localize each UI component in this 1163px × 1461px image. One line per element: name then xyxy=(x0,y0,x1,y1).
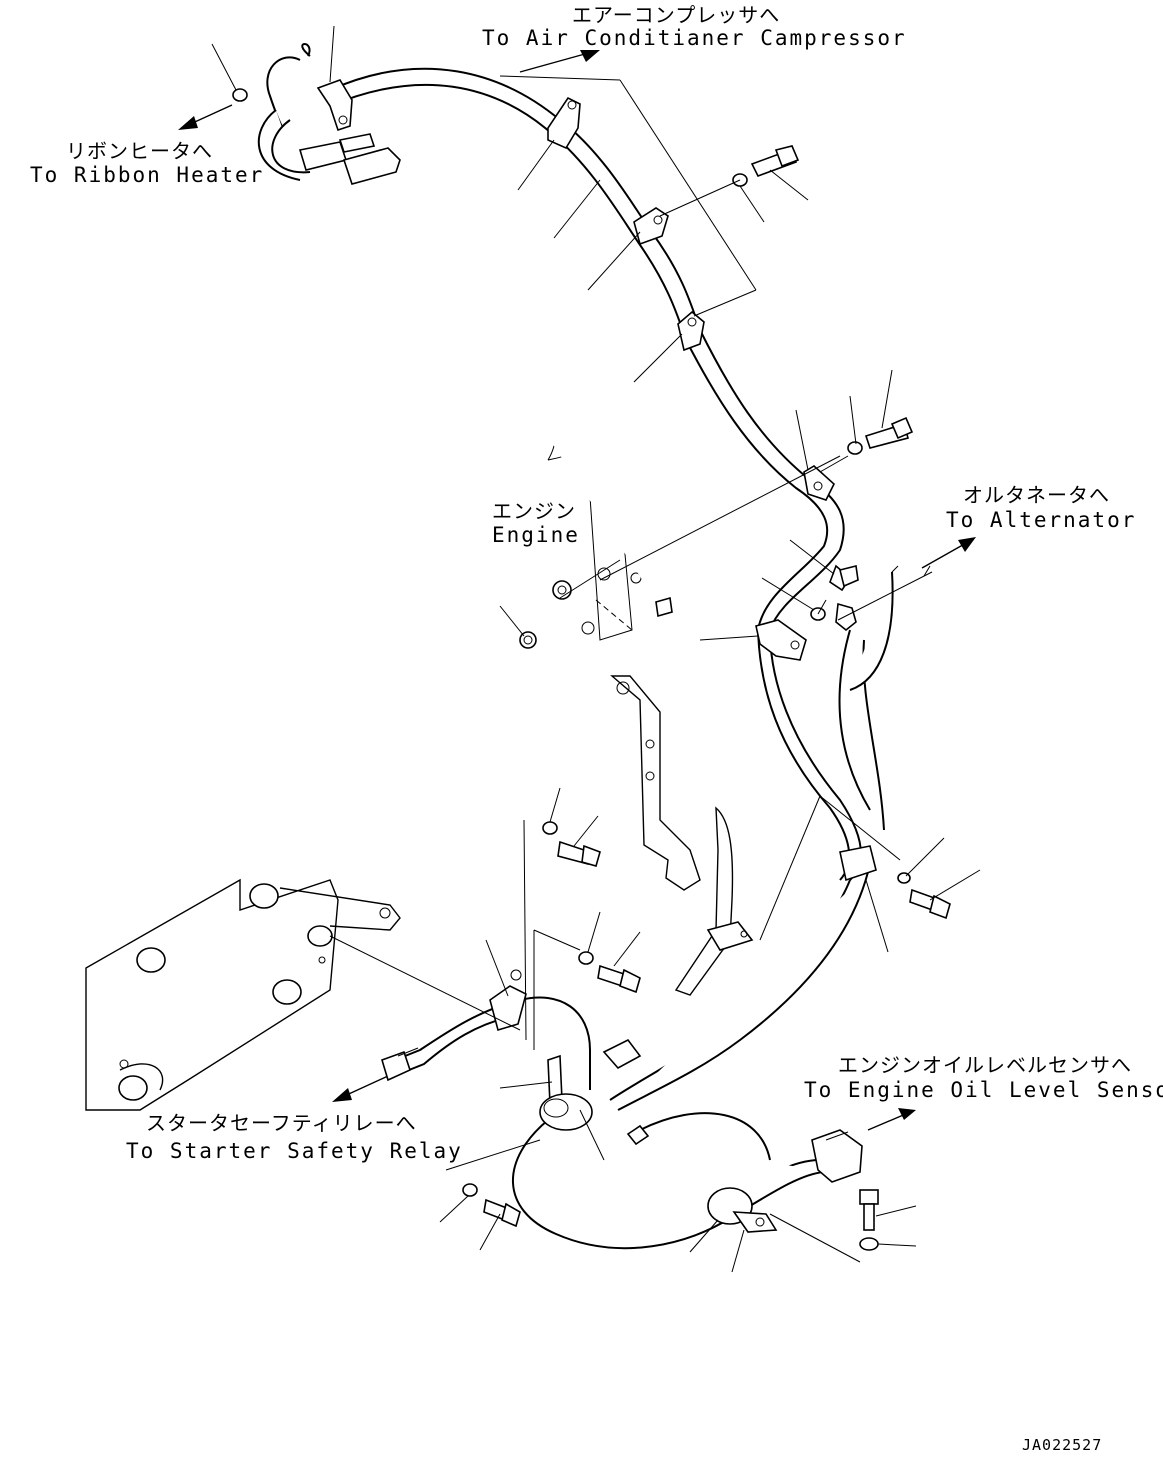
engine-label-en: Engine xyxy=(492,523,580,547)
clamp-icon xyxy=(539,1054,593,1131)
air-compressor-label-jp: エアーコンプレッサへ xyxy=(572,3,780,27)
bolt-icon xyxy=(829,564,859,592)
alternator-label-en: To Alternator xyxy=(946,508,1136,532)
clamp-icon xyxy=(547,96,581,150)
callout-ribbon-heater: リボンヒータへ To Ribbon Heater xyxy=(30,104,264,187)
washer-icon xyxy=(859,1237,879,1251)
bolt-icon xyxy=(859,1189,879,1231)
connector-icon xyxy=(381,1047,419,1082)
clamp-icon xyxy=(489,969,527,1032)
ribbon-heater-label-en: To Ribbon Heater xyxy=(30,163,264,187)
clamp-icon xyxy=(839,845,877,882)
starter-relay-label-en: To Starter Safety Relay xyxy=(126,1139,463,1163)
starter-relay-label-jp: スタータセーフティリレーへ xyxy=(146,1111,417,1135)
ribbon-heater-label-jp: リボンヒータへ xyxy=(66,139,213,163)
callout-oil-level-sensor: エンジンオイルレベルセンサへ To Engine Oil Level Senso… xyxy=(804,1053,1163,1131)
washer-icon xyxy=(847,441,863,455)
drawing-code: JA022527 xyxy=(1022,1436,1102,1454)
clamp-icon xyxy=(707,1187,778,1233)
bolt-icon xyxy=(909,888,951,920)
arrow-icon xyxy=(178,104,233,130)
bolt-icon xyxy=(552,580,572,600)
callout-starter-relay: スタータセーフティリレーへ To Starter Safety Relay xyxy=(126,1075,463,1163)
clamp-icon xyxy=(677,310,705,352)
connector-icon xyxy=(626,602,857,1146)
clamp-icon xyxy=(755,619,807,661)
arrow-icon xyxy=(519,50,600,73)
alternator-label-jp: オルタネータへ xyxy=(963,483,1110,507)
bolt-icon xyxy=(750,145,800,177)
connector-icon xyxy=(811,1129,863,1183)
mounting-bracket-middle xyxy=(610,675,734,996)
main-harness xyxy=(257,43,899,1250)
bolt-icon xyxy=(483,1198,521,1228)
connector-icon xyxy=(602,1038,642,1070)
washer-icon xyxy=(462,1183,478,1197)
oil-sensor-label-en: To Engine Oil Level Sensor xyxy=(804,1078,1163,1102)
callout-alternator: オルタネータへ To Alternator xyxy=(921,483,1136,569)
bolt-icon xyxy=(864,416,914,449)
bolt-icon xyxy=(655,596,673,618)
washer-icon xyxy=(578,951,594,965)
connector-icon xyxy=(298,133,401,185)
bolt-icon xyxy=(597,964,641,994)
clamp-icon xyxy=(706,921,754,951)
arrow-icon xyxy=(332,1075,389,1102)
callout-engine: エンジン Engine xyxy=(492,499,580,547)
engine-label-jp: エンジン xyxy=(492,499,576,523)
bolt-icon xyxy=(557,840,601,867)
clamp-icon xyxy=(803,465,835,501)
clamp-icon xyxy=(633,207,669,246)
mounting-bracket-left xyxy=(85,878,401,1111)
leader-lines xyxy=(211,25,981,1273)
callout-air-compressor: エアーコンプレッサへ To Air Conditianer Campressor xyxy=(482,3,907,73)
washer-icon xyxy=(232,88,248,102)
arrow-icon xyxy=(867,1108,916,1131)
oil-sensor-label-jp: エンジンオイルレベルセンサへ xyxy=(838,1053,1132,1077)
clamp-icon xyxy=(316,79,353,132)
arrow-icon xyxy=(921,537,976,569)
air-compressor-label-en: To Air Conditianer Campressor xyxy=(482,26,907,50)
washer-icon xyxy=(542,821,558,835)
